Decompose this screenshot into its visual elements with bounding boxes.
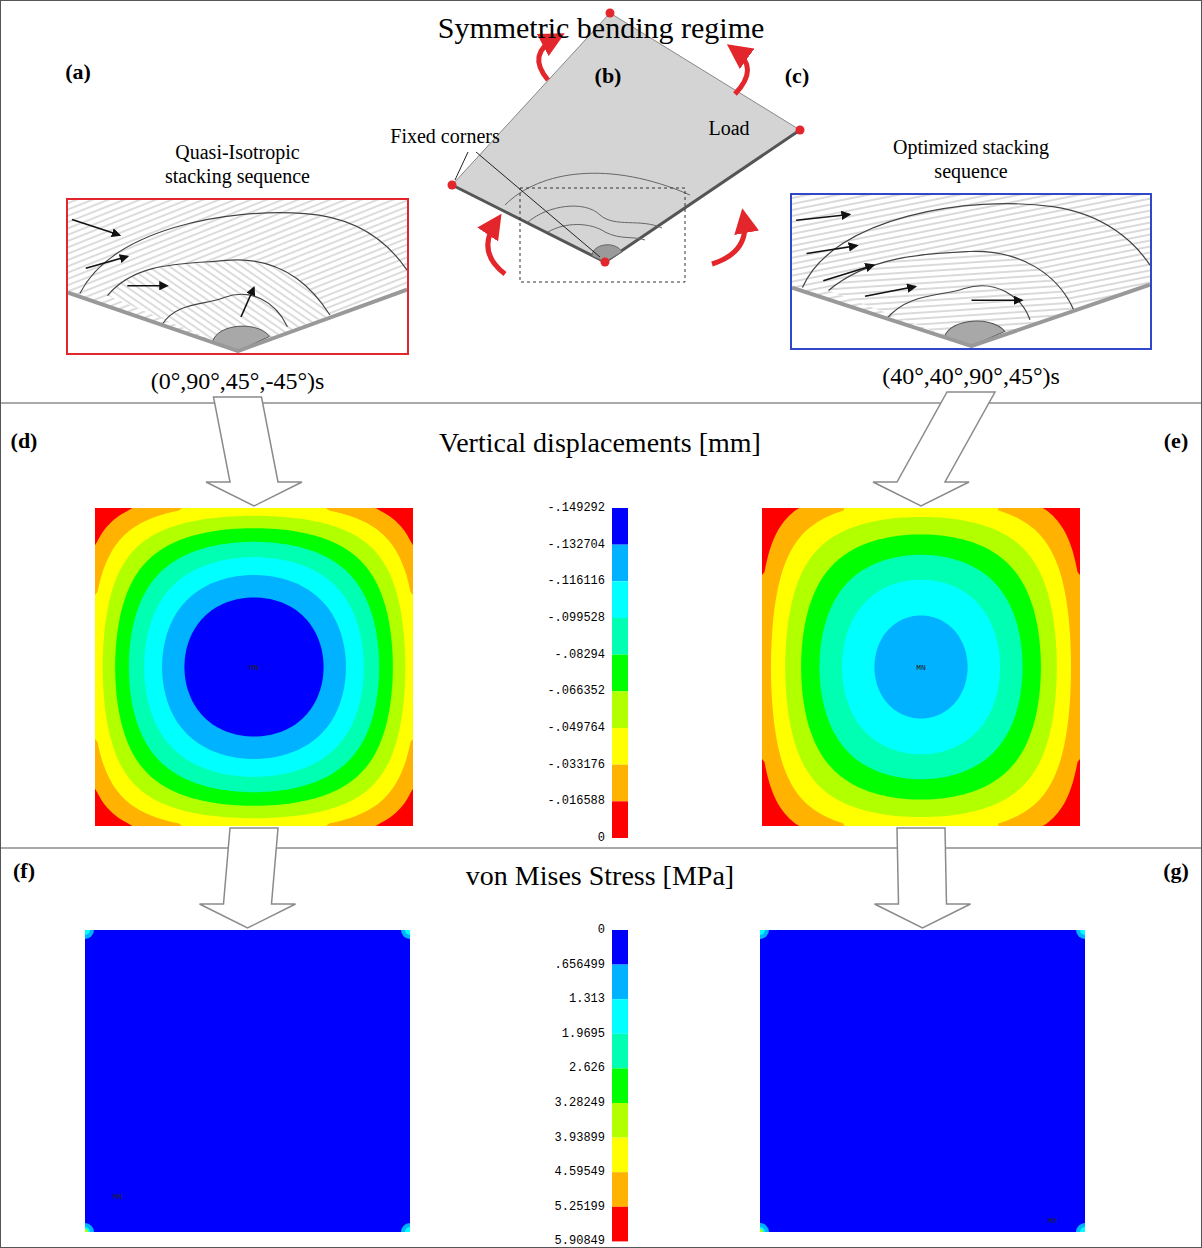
extreme-marker: MN [249,663,259,672]
color-bar-value: -.099528 [547,611,605,625]
stacking-sequence: (40°,40°,90°,45°)s [882,362,1060,390]
color-bar-value: -.033176 [547,758,605,772]
leader-line [455,152,600,257]
panel-letter: (e) [1164,428,1188,454]
extreme-marker: MN [916,663,926,672]
stacking-sequence: (0°,90°,45°,-45°)s [151,367,325,395]
extreme-marker: MN [113,1191,123,1200]
section-heading: Vertical displacements [mm] [439,427,761,459]
zoom-illustration [68,200,407,353]
stress-field [760,930,1085,1232]
panel-letter: (b) [595,63,622,89]
panel-letter: (f) [13,858,35,884]
stress-plot: MX [760,930,1085,1232]
color-bar-value: 4.59549 [555,1165,605,1179]
zoom-frame [66,198,409,355]
color-bar-value: -.066352 [547,684,605,698]
color-bar-value: 2.626 [569,1061,605,1075]
stress-field [85,930,410,1232]
extreme-marker: MX [1048,1215,1058,1224]
section-divider [0,403,1202,404]
color-bar-value: 5.25199 [555,1200,605,1214]
section-heading: von Mises Stress [MPa] [466,860,734,892]
color-bar-value: -.132704 [547,538,605,552]
color-bar-value: .656499 [555,958,605,972]
figure-title: Symmetric bending regime [438,11,765,45]
color-bar-value: -.149292 [547,501,605,515]
color-bar-value: 0 [598,923,605,937]
color-bar-value: 5.90849 [555,1234,605,1248]
color-bar-value: 3.28249 [555,1096,605,1110]
flow-arrow [200,828,296,928]
color-bar-value: -.116116 [547,574,605,588]
flow-arrow [875,828,971,928]
section-divider [0,848,1202,849]
flow-arrow [873,392,995,506]
panel-heading: Quasi-Isotropic stacking sequence [153,140,323,188]
stress-plot: MN [85,930,410,1232]
plate-illustration [448,9,805,283]
displacement-plot: MN [95,508,413,826]
annotation: Load [708,117,749,140]
annotation: Fixed corners [390,125,499,148]
color-bar-value: 1.313 [569,992,605,1006]
panel-heading: Optimized stacking sequence [886,135,1056,183]
displacement-plot: MN [762,508,1080,826]
color-bar-value: -.016588 [547,794,605,808]
panel-letter: (a) [65,59,91,85]
zoom-illustration [792,195,1150,348]
color-bar-value: -.08294 [555,648,605,662]
zoom-frame [790,193,1152,350]
color-bar-value: 0 [598,831,605,845]
panel-letter: (g) [1163,858,1189,884]
color-bar-value: -.049764 [547,721,605,735]
panel-letter: (d) [11,428,38,454]
color-bar-value: 3.93899 [555,1131,605,1145]
panel-letter: (c) [785,63,809,89]
zoom-panel: Optimized stacking sequence (40°,40°,90°,… [780,135,1162,390]
stress-color-bar [612,930,628,1241]
displacement-color-bar [612,508,628,838]
zoom-panel: Quasi-Isotropic stacking sequence (0°,90°… [55,140,420,395]
color-bar-value: 1.9695 [562,1027,605,1041]
flow-arrow [206,397,302,506]
load-arrow [488,38,748,274]
